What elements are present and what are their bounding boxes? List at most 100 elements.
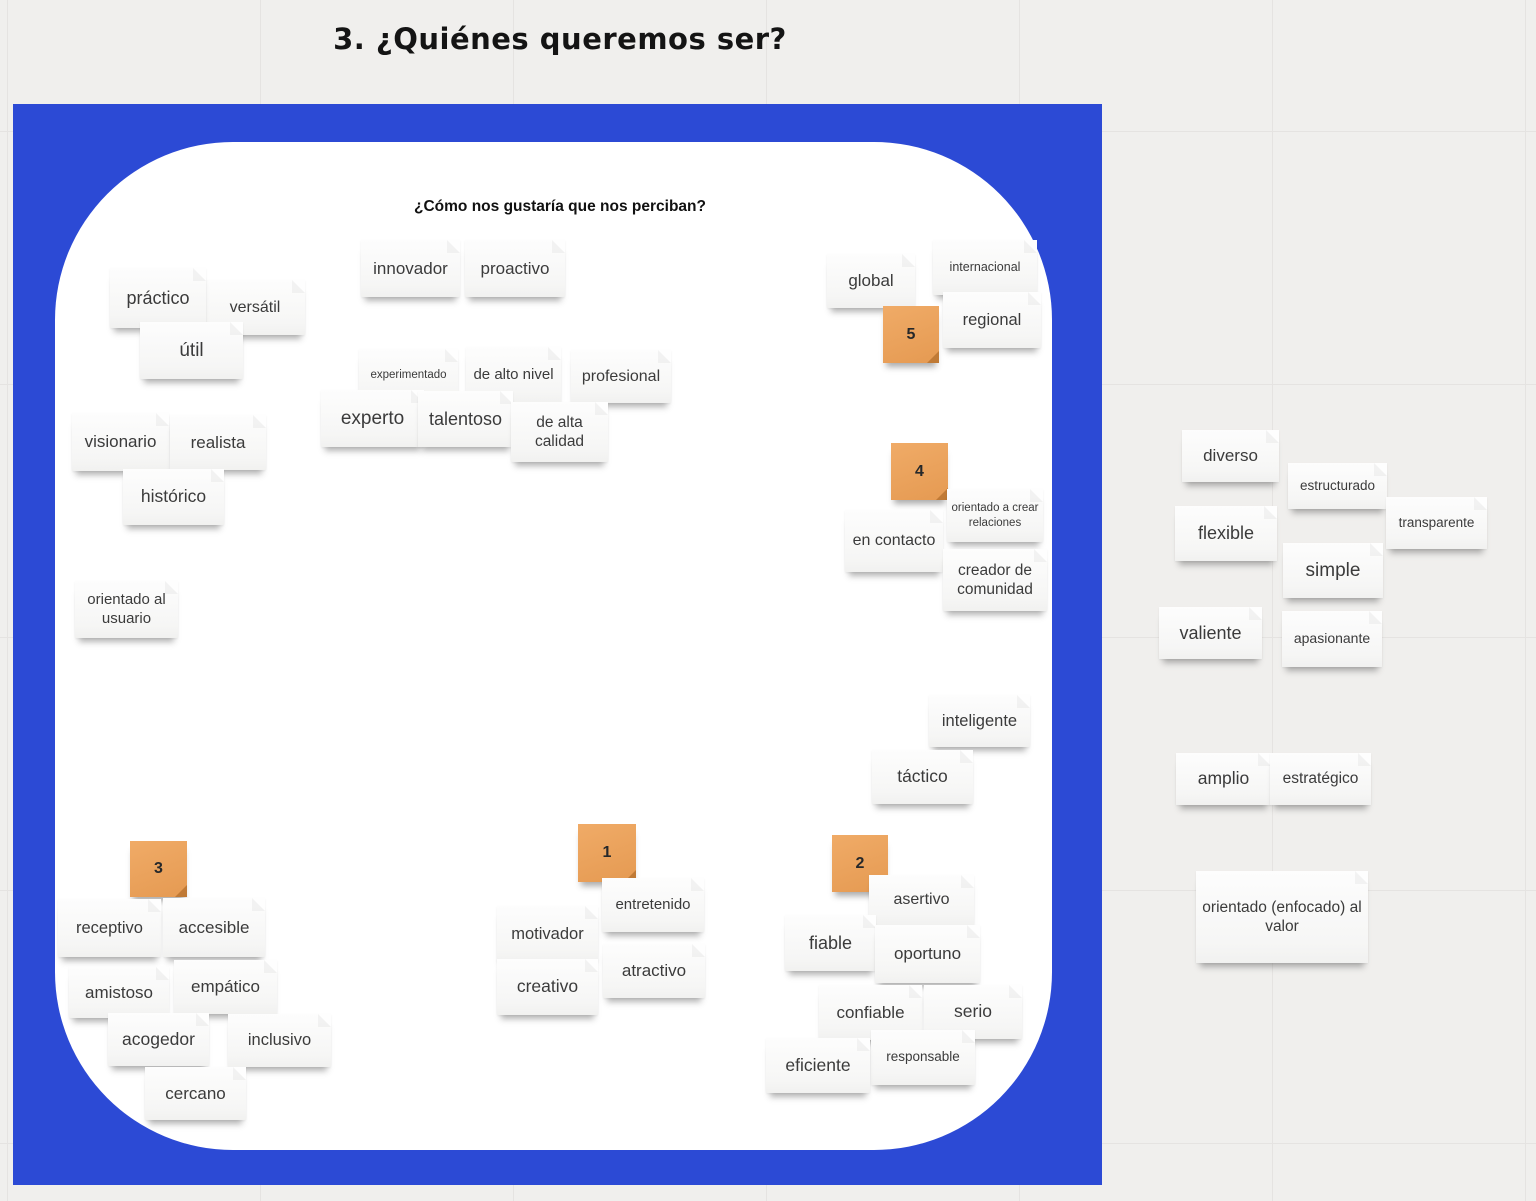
sticky-note[interactable]: inclusivo (228, 1014, 331, 1067)
sticky-note-label: responsable (886, 1049, 960, 1065)
number-sticky-note[interactable]: 1 (578, 824, 636, 882)
sticky-note[interactable]: de alta calidad (511, 402, 608, 462)
sticky-note-label: realista (190, 432, 246, 452)
sticky-note[interactable]: fiable (785, 915, 876, 971)
sticky-note-label: experto (340, 407, 405, 429)
sticky-note-label: flexible (1197, 523, 1255, 544)
sticky-note-label: diverso (1203, 446, 1258, 466)
sticky-note-label: entretenido (615, 895, 691, 913)
sticky-note-label: amistoso (84, 982, 154, 1002)
sticky-note-label: creativo (516, 976, 579, 997)
sticky-note[interactable]: inteligente (929, 695, 1030, 747)
sticky-note[interactable]: versátil (205, 280, 305, 335)
sticky-note[interactable]: amistoso (69, 967, 169, 1018)
sticky-note[interactable]: orientado a crear relaciones (947, 489, 1043, 542)
sticky-note-label: práctico (126, 287, 190, 308)
sticky-note[interactable]: oportuno (875, 925, 980, 983)
sticky-note-label: orientado al usuario (87, 590, 166, 627)
sticky-note[interactable]: de alto nivel (466, 347, 561, 404)
sticky-note-label: confiable (836, 1002, 905, 1022)
sticky-note[interactable]: asertivo (869, 875, 974, 925)
sticky-note-label: atractivo (621, 961, 687, 981)
sticky-note-label: profesional (581, 367, 661, 385)
sticky-note-label: en contacto (852, 532, 936, 549)
sticky-note[interactable]: estratégico (1270, 753, 1371, 805)
sticky-note-label: de alta calidad (534, 413, 585, 450)
sticky-note[interactable]: talentoso (418, 391, 513, 447)
sticky-note[interactable]: apasionante (1282, 611, 1382, 667)
sticky-note[interactable]: amplio (1176, 753, 1271, 805)
board-question: ¿Cómo nos gustaría que nos perciban? (414, 198, 706, 215)
sticky-note-label: valiente (1179, 622, 1242, 643)
sticky-note-label: estratégico (1282, 770, 1359, 788)
sticky-note[interactable]: experto (321, 390, 424, 447)
sticky-note-label: 5 (906, 325, 916, 343)
sticky-note[interactable]: útil (140, 322, 243, 379)
page-title: 3. ¿Quiénes queremos ser? (333, 22, 787, 57)
sticky-note[interactable]: visionario (72, 413, 169, 471)
sticky-note[interactable]: confiable (819, 985, 922, 1040)
sticky-note-label: inclusivo (247, 1031, 312, 1050)
sticky-note[interactable]: innovador (361, 240, 460, 297)
sticky-note-label: regional (962, 310, 1022, 329)
sticky-note[interactable]: profesional (571, 350, 671, 403)
sticky-note-label: receptivo (76, 918, 143, 937)
sticky-note[interactable]: acogedor (108, 1013, 209, 1066)
sticky-note[interactable]: estructurado (1288, 463, 1387, 509)
sticky-note-label: inteligente (941, 711, 1018, 730)
sticky-note[interactable]: cercano (145, 1067, 246, 1120)
sticky-note[interactable]: entretenido (602, 878, 704, 932)
sticky-note-label: amplio (1197, 768, 1250, 789)
sticky-note-label: histórico (140, 486, 207, 507)
sticky-note-label: versátil (229, 298, 281, 316)
sticky-note[interactable]: simple (1283, 543, 1383, 598)
sticky-note[interactable]: empático (174, 960, 277, 1014)
sticky-note[interactable]: accesible (163, 898, 265, 957)
sticky-note[interactable]: orientado al usuario (75, 581, 178, 638)
sticky-note-label: de alto nivel (473, 366, 554, 384)
sticky-note[interactable]: regional (943, 292, 1041, 348)
sticky-note-label: accesible (178, 917, 250, 937)
sticky-note[interactable]: práctico (110, 268, 206, 328)
sticky-note-label: global (848, 271, 894, 291)
sticky-note[interactable]: en contacto (845, 510, 943, 572)
number-sticky-note[interactable]: 4 (891, 443, 948, 500)
sticky-note-label: empático (191, 977, 260, 997)
sticky-note-label: eficiente (785, 1054, 851, 1075)
sticky-note[interactable]: histórico (123, 469, 224, 525)
sticky-note-label: creador de comunidad (957, 561, 1033, 598)
sticky-note-label: útil (179, 339, 204, 361)
sticky-note-label: transparente (1398, 514, 1475, 530)
sticky-note-label: orientado a crear relaciones (951, 502, 1039, 529)
sticky-note[interactable]: orientado (enfocado) al valor (1196, 871, 1368, 963)
number-sticky-note[interactable]: 5 (883, 306, 939, 363)
sticky-note[interactable]: creador de comunidad (943, 549, 1047, 611)
sticky-note[interactable]: motivador (497, 906, 598, 962)
sticky-note[interactable]: receptivo (58, 899, 161, 957)
sticky-note[interactable]: eficiente (766, 1038, 870, 1093)
sticky-note-label: 4 (915, 462, 924, 480)
sticky-note-label: visionario (84, 432, 157, 452)
sticky-note-label: innovador (373, 258, 448, 278)
sticky-note[interactable]: diverso (1182, 430, 1279, 482)
sticky-note-label: táctico (897, 766, 948, 787)
sticky-note[interactable]: responsable (871, 1030, 975, 1085)
sticky-note[interactable]: realista (170, 415, 266, 470)
sticky-note[interactable]: atractivo (603, 944, 705, 998)
sticky-note[interactable]: valiente (1159, 607, 1262, 659)
sticky-note[interactable]: transparente (1386, 497, 1487, 549)
sticky-note-label: proactivo (480, 258, 550, 278)
sticky-note[interactable]: flexible (1175, 506, 1277, 561)
sticky-note[interactable]: global (827, 254, 915, 308)
sticky-note[interactable]: proactivo (465, 240, 565, 297)
sticky-note-label: acogedor (122, 1028, 195, 1049)
sticky-note-label: 2 (855, 854, 865, 872)
sticky-note-label: fiable (808, 932, 853, 953)
sticky-note[interactable]: táctico (872, 750, 973, 804)
sticky-note-label: motivador (511, 924, 584, 943)
sticky-note-label: cercano (165, 1083, 226, 1103)
sticky-note[interactable]: internacional (933, 240, 1037, 295)
sticky-note[interactable]: creativo (497, 959, 598, 1015)
number-sticky-note[interactable]: 3 (130, 841, 187, 897)
